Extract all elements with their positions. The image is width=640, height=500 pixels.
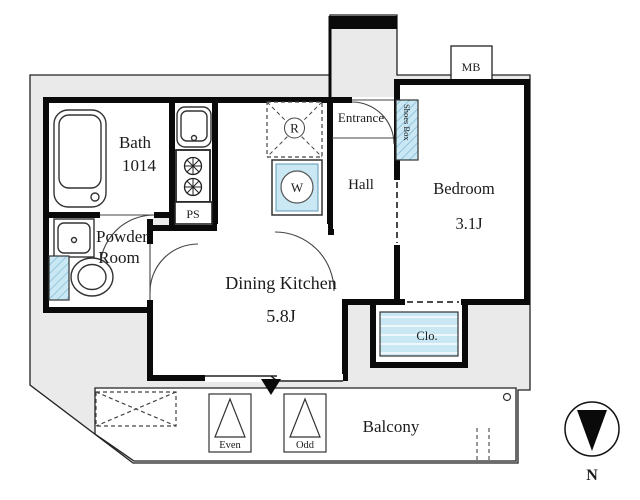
opening-dk-internal xyxy=(217,224,328,236)
escape-hatch-odd: Odd xyxy=(283,393,327,453)
compass-needle-icon xyxy=(577,410,607,451)
washer-label: W xyxy=(291,180,304,195)
compass: N xyxy=(564,401,620,484)
balcony-door-marker xyxy=(261,379,281,395)
pipe-space-label: PS xyxy=(186,207,199,221)
vanity-icon xyxy=(53,218,95,258)
hatch-odd-label: Odd xyxy=(296,440,315,451)
bathtub-icon xyxy=(53,109,107,208)
bedroom-label: Bedroom xyxy=(433,179,495,198)
bath-label: Bath xyxy=(119,133,152,152)
pipe-space: PS xyxy=(174,201,213,225)
powder-room-label-1: Powder xyxy=(96,227,148,246)
refrigerator-space: R xyxy=(266,101,323,158)
balcony-hatch-area xyxy=(95,391,177,427)
corridor-wall xyxy=(330,16,397,29)
stove-icon xyxy=(175,149,211,203)
dining-kitchen-label: Dining Kitchen xyxy=(225,273,336,293)
dining-kitchen-size-label: 5.8J xyxy=(266,306,296,326)
balcony-label: Balcony xyxy=(363,417,420,436)
washer-space: W xyxy=(271,159,323,216)
shoes-box: Shoes Box xyxy=(395,99,419,161)
hatch-even-label: Even xyxy=(219,440,241,451)
refrigerator-label: R xyxy=(290,121,299,136)
toilet-icon xyxy=(48,255,114,301)
entrance-door-swing xyxy=(351,101,395,145)
escape-hatch-even: Even xyxy=(208,393,252,453)
meter-box-label: MB xyxy=(462,60,481,74)
bedroom-size-label: 3.1J xyxy=(455,214,483,233)
hall-dk-door-swing xyxy=(274,231,335,292)
opening-hall-dk-door xyxy=(334,228,393,236)
balcony-drain xyxy=(502,392,512,402)
hall-label: Hall xyxy=(348,177,374,193)
closet: Clo. xyxy=(379,311,459,357)
bath-size-label: 1014 xyxy=(122,156,157,175)
entrance-label: Entrance xyxy=(338,110,384,125)
compass-north-label: N xyxy=(586,467,598,484)
kitchen-sink-icon xyxy=(176,106,212,148)
shoes-box-label: Shoes Box xyxy=(402,104,412,141)
powder-door-swing xyxy=(149,243,199,293)
closet-label: Clo. xyxy=(416,329,437,343)
bath-door-swing xyxy=(99,214,155,270)
powder-room-label-2: Room xyxy=(98,248,140,267)
